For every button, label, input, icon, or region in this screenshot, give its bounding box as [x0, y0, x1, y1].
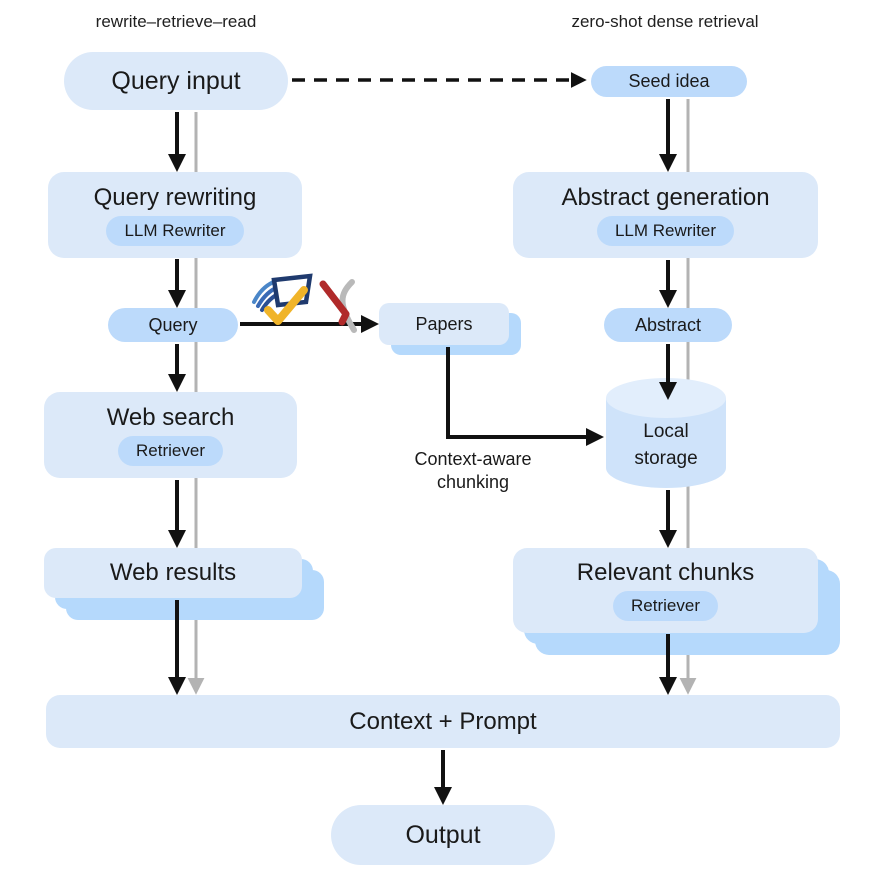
output-label: Output	[405, 820, 481, 849]
node-query-rewriting: Query rewriting LLM Rewriter	[48, 172, 302, 258]
seed-idea-label: Seed idea	[628, 71, 710, 91]
node-web-search: Web search Retriever	[44, 392, 297, 478]
query-input-label: Query input	[111, 66, 241, 95]
retriever-badge: Retriever	[118, 435, 223, 466]
local-storage-label: Local storage	[634, 421, 698, 469]
relevant-chunks-title: Relevant chunks	[576, 559, 755, 586]
node-query: Query	[108, 308, 238, 342]
node-context-prompt: Context + Prompt	[46, 695, 840, 748]
node-output: Output	[331, 805, 555, 865]
query-rewriting-title: Query rewriting	[93, 183, 257, 211]
web-search-title: Web search	[106, 403, 235, 431]
web-results-label: Web results	[109, 559, 237, 586]
retriever-badge: Retriever	[613, 591, 718, 621]
llm-rewriter-badge: LLM Rewriter	[596, 215, 735, 246]
arxiv-icon	[319, 279, 357, 333]
context-prompt-label: Context + Prompt	[349, 707, 537, 735]
node-relevant-chunks: Relevant chunks Retriever	[513, 548, 818, 633]
node-abstract-generation: Abstract generation LLM Rewriter	[513, 172, 818, 258]
semantic-scholar-icon	[252, 273, 313, 325]
node-papers: Papers	[379, 303, 509, 345]
abstract-label: Abstract	[634, 314, 702, 335]
left-column-header: rewrite–retrieve–read	[95, 12, 257, 31]
llm-rewriter-badge: LLM Rewriter	[106, 215, 244, 246]
papers-label: Papers	[415, 313, 473, 334]
context-aware-chunking-label: Context-aware chunking	[414, 449, 532, 492]
node-web-results: Web results	[44, 548, 302, 598]
node-seed-idea: Seed idea	[591, 66, 747, 97]
query-label: Query	[148, 314, 198, 335]
abstract-generation-title: Abstract generation	[561, 183, 770, 211]
node-abstract: Abstract	[604, 308, 732, 342]
right-column-header: zero-shot dense retrieval	[571, 12, 759, 31]
node-query-input: Query input	[64, 52, 288, 110]
